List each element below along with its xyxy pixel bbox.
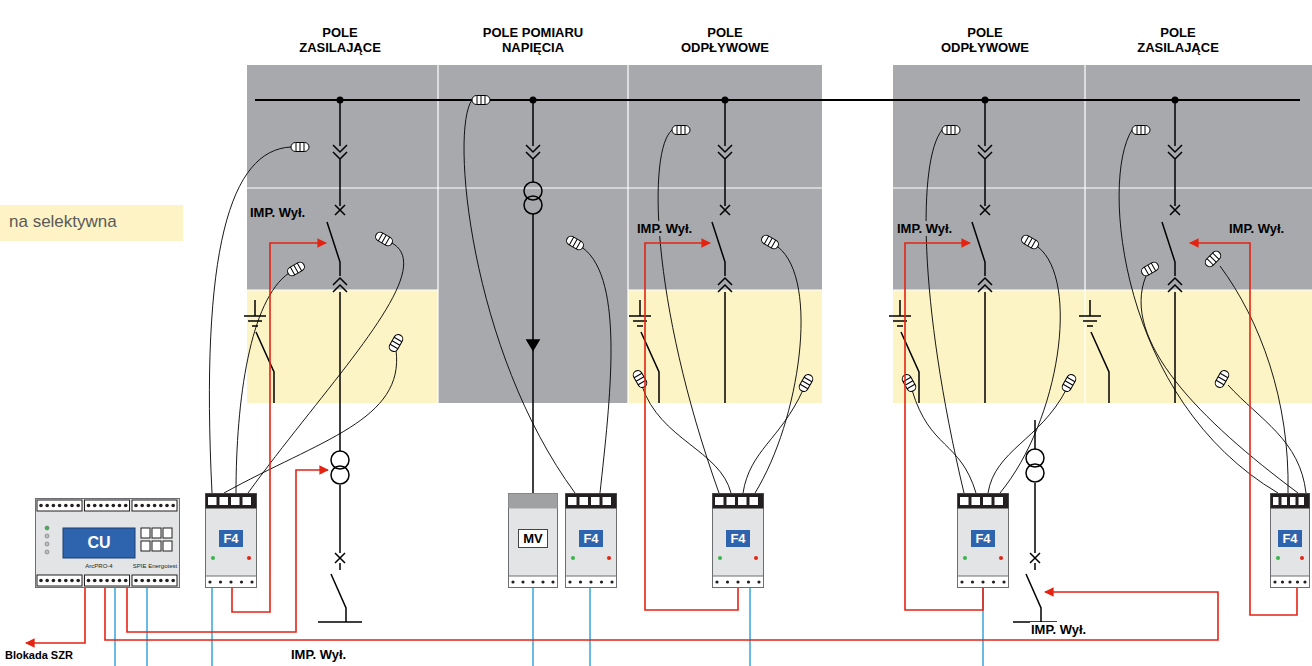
- busbar-and-apparatus: [244, 97, 1300, 623]
- relay-module: F4: [205, 493, 257, 588]
- trip-signals: [26, 243, 1297, 643]
- trip-signal-label: IMP. Wył.: [1030, 622, 1087, 637]
- panel-heading: POLE POMIARU NAPIĘCIA: [474, 25, 592, 55]
- module-code: F4: [219, 530, 242, 547]
- trip-signal-label: IMP. Wył.: [1228, 221, 1285, 236]
- optical-fibres: [209, 100, 1306, 493]
- communication-bus: [115, 588, 983, 666]
- module-code: MV: [518, 529, 548, 548]
- maker-name: SPIE Energotest: [133, 563, 177, 570]
- switchgear-panel: POLE ZASILAJĄCE: [247, 65, 438, 403]
- module-code: F4: [1278, 530, 1301, 547]
- panel-heading: POLE ZASILAJĄCE: [288, 25, 392, 55]
- relay-module: CU ArcPRO-4 SPIE Energotest: [35, 498, 180, 588]
- panel-heading: POLE ODPŁYWOWE: [933, 25, 1037, 55]
- module-code: F4: [971, 530, 994, 547]
- trip-signal-label: IMP. Wył.: [290, 647, 347, 662]
- module-code: F4: [579, 530, 602, 547]
- panel-grounds: [0, 65, 1312, 403]
- relay-module: MV: [508, 493, 558, 588]
- relay-module: F4: [957, 493, 1009, 588]
- panel-heading: POLE ODPŁYWOWE: [673, 25, 777, 55]
- module-code: F4: [726, 530, 749, 547]
- module-code: CU: [87, 534, 110, 552]
- trip-signal-label: IMP. Wył.: [896, 221, 953, 236]
- panel-heading: POLE ZASILAJĄCE: [1126, 25, 1230, 55]
- relay-module: F4: [565, 493, 617, 588]
- relay-module: F4: [1270, 493, 1310, 588]
- signal-name: Blokada SZR: [4, 649, 74, 662]
- model-name: ArcPRO-4: [85, 563, 112, 570]
- relay-module: F4: [712, 493, 764, 588]
- switchgear-panel: POLE POMIARU NAPIĘCIA: [438, 65, 628, 403]
- trip-signal-label: IMP. Wył.: [249, 205, 306, 220]
- trip-signal-label: IMP. Wył.: [636, 221, 693, 236]
- arc-sensors: [286, 96, 1230, 394]
- section-note: na selektywna: [8, 212, 118, 231]
